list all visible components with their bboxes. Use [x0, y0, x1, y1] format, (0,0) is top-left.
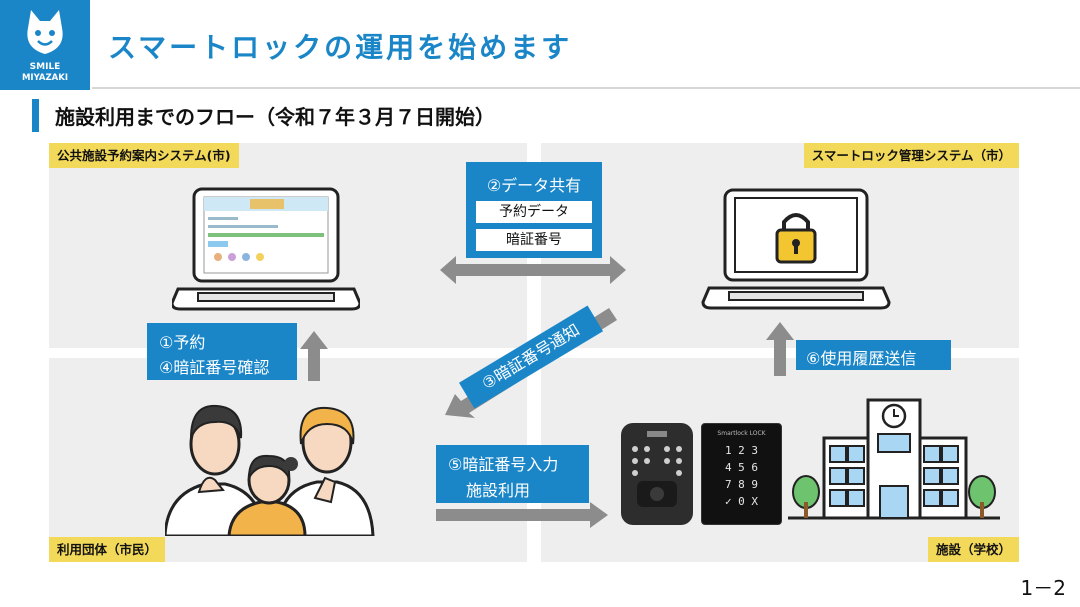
reservation-data-item: 予約データ — [476, 201, 592, 223]
keypad-row: ✓ 0 X — [724, 495, 759, 508]
smile-miyazaki-logo: SMILE MIYAZAKI — [0, 0, 90, 90]
keypad-brand: Smartlock LOCK — [717, 430, 766, 437]
pin-code-item: 暗証番号 — [476, 229, 592, 251]
mascot-icon — [27, 10, 63, 54]
keypad-row: 4 5 6 — [724, 461, 759, 474]
usage-history-label: ⑥使用履歴送信 — [806, 349, 917, 368]
pin-confirm-label: ④暗証番号確認 — [159, 358, 270, 377]
arrow-up-left — [300, 331, 328, 381]
facility-use-label: 施設利用 — [466, 481, 531, 500]
page-title: スマートロックの運用を始めます — [108, 31, 573, 64]
label-smartlock-system: スマートロック管理システム（市） — [803, 143, 1019, 168]
section-marker — [32, 99, 39, 132]
section-subtitle: 施設利用までのフロー（令和７年３月７日開始） — [55, 105, 495, 129]
keypad-device: Smartlock LOCK 1 2 3 4 5 6 7 8 9 ✓ 0 X — [701, 423, 782, 525]
laptop-reservation-icon — [172, 187, 360, 311]
page-number: 1－2 — [1020, 576, 1066, 600]
reserve-label: ①予約 — [159, 333, 206, 352]
data-share-box: ②データ共有 予約データ 暗証番号 — [466, 162, 602, 258]
school-building-icon — [788, 398, 1000, 520]
keypad-row: 1 2 3 — [724, 444, 759, 457]
title-divider — [92, 87, 1080, 89]
family-illustration — [165, 404, 375, 536]
label-reservation-system: 公共施設予約案内システム(市) — [49, 143, 239, 168]
arrow-right — [436, 502, 608, 528]
logo-text-miyazaki: MIYAZAKI — [21, 73, 69, 83]
usage-history-box: ⑥使用履歴送信 — [796, 340, 951, 370]
data-share-title: ②データ共有 — [486, 176, 582, 195]
double-arrow — [440, 256, 626, 284]
keypad-buttons: 1 2 3 4 5 6 7 8 9 ✓ 0 X — [702, 442, 781, 510]
smart-lock-device — [621, 423, 693, 525]
label-user-group: 利用団体（市民） — [49, 537, 166, 562]
laptop-lock-icon — [701, 188, 891, 310]
keypad-row: 7 8 9 — [724, 478, 759, 491]
label-facility: 施設（学校） — [927, 537, 1019, 562]
arrow-up-right — [766, 322, 794, 376]
logo-text-smile: SMILE — [29, 62, 61, 72]
reserve-confirm-box: ①予約 ④暗証番号確認 — [147, 323, 297, 380]
pin-input-label: ⑤暗証番号入力 — [448, 455, 559, 474]
pin-input-box: ⑤暗証番号入力 施設利用 — [436, 445, 589, 503]
